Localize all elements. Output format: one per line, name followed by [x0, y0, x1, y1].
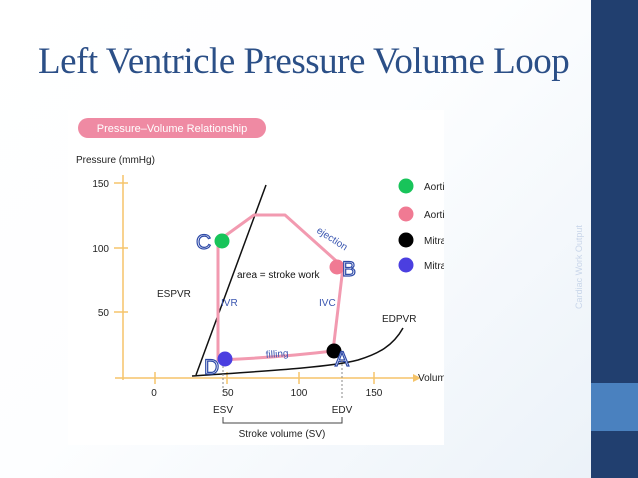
x-axis-label: Volume (ml): [418, 373, 444, 384]
area-stroke-work-label: area = stroke work: [237, 270, 321, 281]
legend-swatch-mitral-valve-closes: [398, 232, 414, 248]
pv-loop-diagram: Pressure–Volume Relationship Pressure (m…: [76, 118, 507, 440]
slide-title: Left Ventricle Pressure Volume Loop: [38, 41, 570, 82]
banner-label: Pressure–Volume Relationship: [97, 123, 247, 135]
point-letter-c: C: [196, 231, 211, 254]
ejection-label: ejection: [314, 225, 349, 253]
legend-label-aortic-valve-opens: Aortic valve opens: [424, 210, 444, 221]
x-axis-arrow: [413, 374, 421, 382]
ivc-label: IVC: [319, 298, 336, 309]
legend-label-mitral-valve-closes: Mitral valve closes: [424, 236, 444, 247]
stroke-volume-bracket: [222, 417, 343, 424]
y-tick-label-150: 150: [92, 179, 109, 190]
sidebar-accent-band: [591, 383, 638, 431]
point-letter-a: A: [335, 348, 349, 371]
x-tick-label-50: 50: [222, 388, 234, 399]
legend-label-aortic-valve-closes: Aortic valve closes: [424, 182, 444, 193]
legend-swatch-aortic-valve-opens: [398, 206, 414, 222]
point-a-mitral-valve-closes: [326, 343, 342, 359]
y-tick-label-50: 50: [98, 308, 110, 319]
pv-loop-figure: Pressure–Volume Relationship Pressure (m…: [68, 110, 507, 445]
espvr-line: [195, 184, 267, 376]
point-c-aortic-valve-closes: [214, 233, 230, 249]
sidebar-vertical-text: Cardiac Work Output: [574, 225, 584, 309]
legend: Aortic valve closes Aortic valve opens M…: [398, 178, 507, 273]
espvr-label: ESPVR: [157, 289, 191, 300]
point-letter-d: D: [204, 356, 219, 379]
x-tick-label-150: 150: [366, 388, 383, 399]
stroke-volume-label: Stroke volume (SV): [239, 429, 326, 440]
y-axis-label: Pressure (mmHg): [76, 155, 155, 166]
point-letter-b: B: [342, 258, 356, 281]
legend-label-mitral-valve-opens: Mitral valve opens: [424, 261, 444, 272]
point-d-mitral-valve-opens: [217, 351, 233, 367]
ivr-label: IVR: [221, 298, 238, 309]
x-tick-label-100: 100: [291, 388, 308, 399]
legend-swatch-aortic-valve-closes: [398, 178, 414, 194]
legend-swatch-mitral-valve-opens: [398, 257, 414, 273]
filling-label: filling: [265, 348, 289, 361]
point-b-aortic-valve-opens: [329, 259, 345, 275]
edv-label: EDV: [332, 405, 353, 416]
edpvr-curve: [191, 327, 404, 377]
edpvr-label: EDPVR: [382, 314, 416, 325]
sidebar-panel: Cardiac Work Output: [574, 0, 638, 478]
title-banner: [78, 118, 266, 138]
esv-label: ESV: [213, 405, 233, 416]
x-tick-label-0: 0: [151, 388, 157, 399]
y-tick-label-100: 100: [92, 244, 109, 255]
